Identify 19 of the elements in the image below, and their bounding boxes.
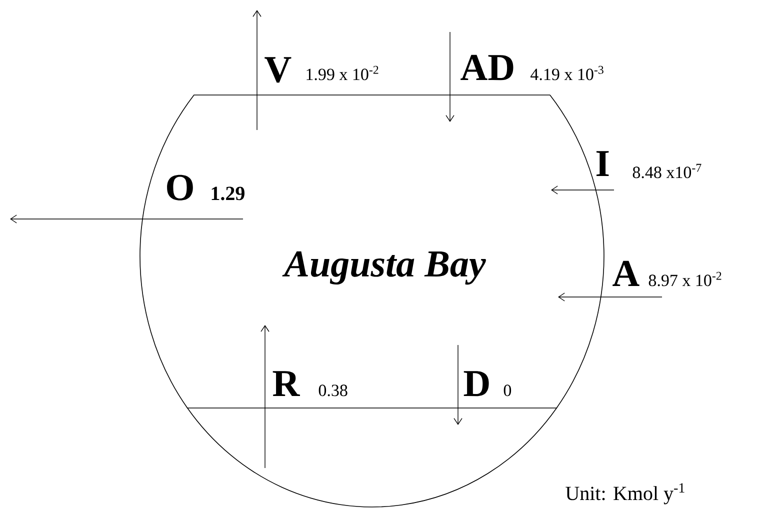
flux-value: 1.29: [212, 186, 244, 200]
flux-value: 0: [504, 384, 512, 396]
flux-letter: D: [464, 371, 489, 396]
flux-arrow: [446, 32, 454, 122]
flux-arrow: [10, 214, 244, 224]
sediment-drawing: [187, 408, 558, 508]
flux-letter: O: [167, 174, 193, 200]
flux-letter: A: [612, 260, 640, 286]
flux-letter: R: [272, 371, 300, 396]
flux-arrow: [260, 324, 270, 468]
flux-arrow: [558, 292, 662, 302]
flux-arrow: [551, 186, 614, 194]
flux-value: 0.38: [318, 384, 348, 396]
flux-letter: V: [264, 57, 292, 83]
flux-arrow: [454, 344, 462, 425]
flux-value: 8.97 x 10$^{-2}$: [648, 272, 722, 286]
flux-arrow: [252, 10, 262, 130]
flux-value: 8.48 x10$^{-7}$: [632, 164, 702, 178]
flux-letter: AD: [460, 54, 514, 80]
